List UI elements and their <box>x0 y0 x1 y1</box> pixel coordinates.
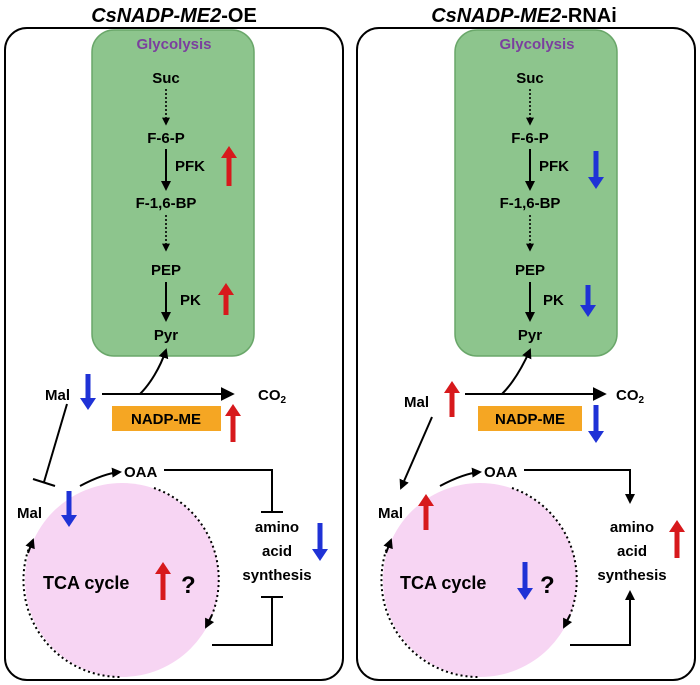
product-co2: CO2 <box>616 387 645 406</box>
glycolysis-box <box>454 29 618 357</box>
metabolite-pep: PEP <box>151 262 181 279</box>
panel-frame <box>356 27 696 681</box>
amino-line-3: synthesis <box>597 567 666 584</box>
glycolysis-box <box>91 29 255 357</box>
trend-arrow <box>218 283 234 315</box>
trend-arrow <box>155 562 171 600</box>
amino-line-2: acid <box>617 543 647 560</box>
metabolite-f16bp: F-1,6-BP <box>500 195 561 212</box>
tca-arc-head <box>205 614 215 629</box>
enzyme-pfk: PFK <box>175 158 205 175</box>
down-arrow-icon <box>580 285 596 317</box>
metabolite-pyr: Pyr <box>154 327 178 344</box>
tca-dotted-arc-left <box>22 544 123 679</box>
trend-arrow <box>588 405 604 443</box>
tca-oaa: OAA <box>124 464 158 481</box>
trend-arrow <box>61 491 77 527</box>
malate-top: Mal <box>45 387 70 404</box>
enzyme-pk: PK <box>543 292 564 309</box>
oaa-to-amino-line <box>164 469 273 512</box>
tca-oaa: OAA <box>484 464 518 481</box>
tca-arc-head <box>563 614 573 629</box>
enzyme-pk: PK <box>180 292 201 309</box>
tca-dotted-arc <box>153 487 220 616</box>
malate-top: Mal <box>404 394 429 411</box>
down-arrow-icon <box>80 374 96 410</box>
panel-oe: CsNADP-ME2-OE Glycolysis Suc F-6-P PFK F… <box>4 5 344 681</box>
enzyme-pfk: PFK <box>539 158 569 175</box>
inhibition-line <box>43 403 68 483</box>
up-arrow-icon <box>218 283 234 315</box>
metabolite-f16bp: F-1,6-BP <box>136 195 197 212</box>
metabolite-suc: Suc <box>516 70 544 87</box>
enzyme-box <box>112 406 221 431</box>
down-arrow-icon <box>61 491 77 527</box>
panel-title: CsNADP-ME2-OE <box>91 5 257 27</box>
down-arrow-icon <box>588 151 604 189</box>
tca-label: TCA cycle <box>400 573 486 593</box>
trend-arrow <box>588 151 604 189</box>
mal-to-mal-arrow <box>399 416 433 490</box>
up-arrow-icon <box>225 404 241 442</box>
up-arrow-icon <box>444 381 460 417</box>
to-pyr-arrow <box>139 348 169 395</box>
panel-frame <box>4 27 344 681</box>
mal-to-oaa-arrow <box>79 467 122 487</box>
up-arrow-icon <box>155 562 171 600</box>
down-arrow-icon <box>588 405 604 443</box>
trend-arrow <box>221 146 237 186</box>
down-arrow-icon <box>517 562 533 600</box>
amino-line-1: amino <box>610 519 654 536</box>
enzyme-box-label: NADP-ME <box>131 411 201 428</box>
trend-arrow <box>444 381 460 417</box>
tca-circle <box>383 483 577 677</box>
up-arrow-icon <box>418 494 434 530</box>
panel-title: CsNADP-ME2-RNAi <box>431 5 617 27</box>
panel-rnai: CsNADP-ME2-RNAi Glycolysis Suc F-6-P PFK… <box>356 5 696 681</box>
up-arrow-icon <box>669 520 685 558</box>
trend-arrow <box>517 562 533 600</box>
mal-to-oaa-arrow <box>439 467 482 487</box>
tca-label: TCA cycle <box>43 573 129 593</box>
inhibition-bar <box>32 478 56 487</box>
tca-question: ? <box>181 572 196 599</box>
metabolite-pyr: Pyr <box>518 327 542 344</box>
tca-to-amino-line <box>212 597 273 646</box>
to-pyr-arrow <box>501 348 532 395</box>
down-arrow-icon <box>312 523 328 561</box>
trend-arrow <box>80 374 96 410</box>
tca-to-amino-arrow <box>570 590 635 646</box>
tca-dotted-arc <box>511 487 578 616</box>
trend-arrow <box>225 404 241 442</box>
product-co2: CO2 <box>258 387 287 406</box>
trend-arrow <box>312 523 328 561</box>
tca-malate: Mal <box>378 505 403 522</box>
metabolite-f6p: F-6-P <box>511 130 549 147</box>
trend-arrow <box>418 494 434 530</box>
tca-malate: Mal <box>17 505 42 522</box>
enzyme-box-label: NADP-ME <box>495 411 565 428</box>
up-arrow-icon <box>221 146 237 186</box>
amino-line-2: acid <box>262 543 292 560</box>
metabolite-pep: PEP <box>515 262 545 279</box>
oaa-to-amino-arrow <box>524 469 635 504</box>
glycolysis-label: Glycolysis <box>499 36 574 53</box>
amino-line-1: amino <box>255 519 299 536</box>
tca-question: ? <box>540 572 555 599</box>
trend-arrow <box>580 285 596 317</box>
tca-circle <box>25 483 219 677</box>
tca-arc-head-left <box>25 538 35 554</box>
trend-arrow <box>669 520 685 558</box>
enzyme-box <box>478 406 582 431</box>
glycolysis-label: Glycolysis <box>136 36 211 53</box>
metabolite-suc: Suc <box>152 70 180 87</box>
tca-arc-head-left <box>383 538 393 554</box>
tca-dotted-arc-left <box>380 544 481 679</box>
amino-line-3: synthesis <box>242 567 311 584</box>
metabolite-f6p: F-6-P <box>147 130 185 147</box>
